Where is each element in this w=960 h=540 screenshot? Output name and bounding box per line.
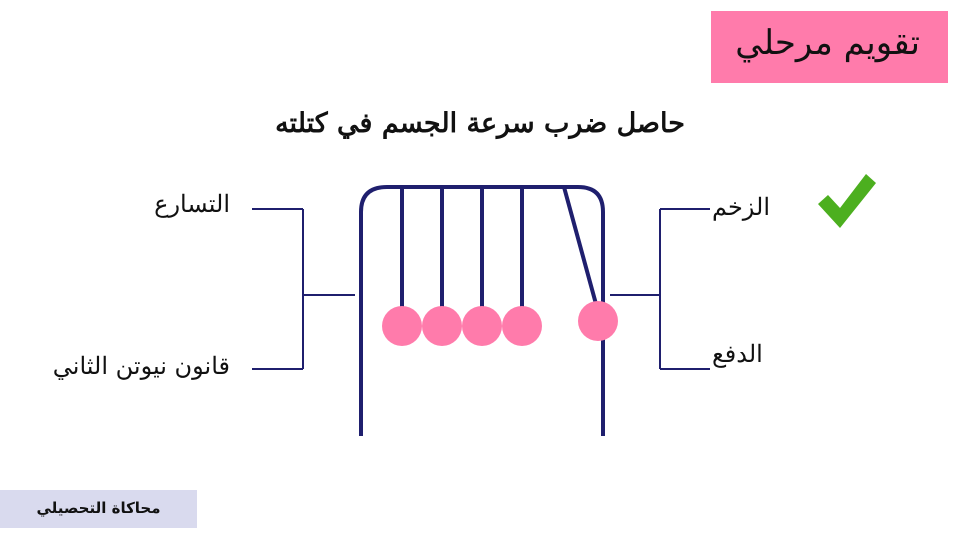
pendulum-ball bbox=[382, 306, 422, 346]
checkmark-icon bbox=[818, 174, 876, 228]
option-newtons-second-law[interactable]: قانون نيوتن الثاني bbox=[20, 352, 230, 380]
pendulum-strings bbox=[402, 187, 596, 310]
footer-label-box: محاكاة التحصيلي bbox=[0, 490, 197, 528]
footer-label: محاكاة التحصيلي bbox=[0, 499, 197, 517]
pendulum-ball bbox=[578, 301, 618, 341]
right-bracket bbox=[610, 209, 710, 369]
pendulum-ball bbox=[502, 306, 542, 346]
option-acceleration[interactable]: التسارع bbox=[100, 190, 230, 218]
option-impulse[interactable]: الدفع bbox=[712, 340, 802, 368]
left-bracket bbox=[252, 209, 355, 369]
option-momentum[interactable]: الزخم bbox=[712, 193, 802, 221]
pendulum-ball bbox=[462, 306, 502, 346]
pendulum-ball bbox=[422, 306, 462, 346]
pendulum-balls bbox=[382, 301, 618, 346]
